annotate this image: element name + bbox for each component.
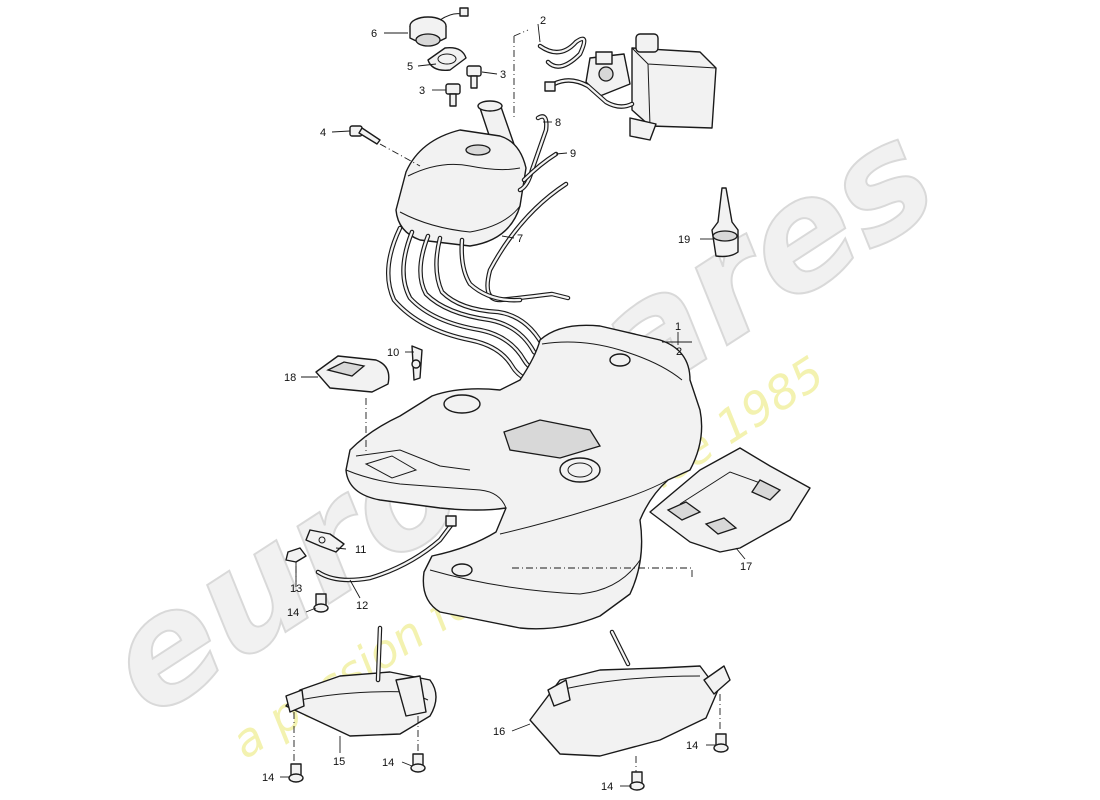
- bolt-14d: [713, 733, 729, 753]
- callout-9: 9: [570, 148, 576, 160]
- fuel-tank: [345, 324, 703, 630]
- callout-14-b: 14: [262, 772, 274, 784]
- callout-4: 4: [320, 127, 326, 139]
- fuel-line-bundle: [386, 225, 609, 441]
- bolt-14a: [313, 593, 329, 613]
- bracket-11: [305, 529, 345, 553]
- strap-12: [315, 515, 457, 583]
- vent-line-7: [485, 181, 571, 303]
- callout-14-d: 14: [686, 740, 698, 752]
- bottle-19: [711, 187, 739, 258]
- expansion-tank: [395, 129, 527, 247]
- callout-15: 15: [333, 756, 345, 768]
- charcoal-canister: [585, 33, 717, 141]
- shield-16: [529, 629, 731, 757]
- callout-6: 6: [371, 28, 377, 40]
- vent-line-8: [517, 114, 549, 193]
- bolt-3a: [466, 65, 482, 89]
- callout-18: 18: [284, 372, 296, 384]
- callout-3b: 3: [419, 85, 425, 97]
- callout-16: 16: [493, 726, 505, 738]
- leader-lines: [280, 23, 746, 787]
- callout-12: 12: [356, 600, 368, 612]
- callout-10: 10: [387, 347, 399, 359]
- callout-19: 19: [678, 234, 690, 246]
- heat-shield-17: [649, 447, 811, 553]
- callout-14-e: 14: [601, 781, 613, 793]
- cover-18: [315, 355, 390, 393]
- callout-5: 5: [407, 61, 413, 73]
- clip-10: [411, 345, 423, 381]
- callout-17: 17: [740, 561, 752, 573]
- callout-7: 7: [517, 233, 523, 245]
- filler-seal: [427, 47, 467, 71]
- vent-hose-2: [537, 36, 635, 109]
- fuel-cap: [409, 7, 469, 47]
- callout-8: 8: [555, 117, 561, 129]
- bolt-14c: [410, 753, 426, 773]
- shield-15: [285, 625, 437, 737]
- callout-14-a: 14: [287, 607, 299, 619]
- bolt-14b: [288, 763, 304, 783]
- callout-14-c: 14: [382, 757, 394, 769]
- nut-13: [285, 547, 307, 563]
- assembly-lines: [293, 29, 721, 772]
- bolt-3b: [445, 83, 461, 107]
- callout-11: 11: [355, 544, 366, 556]
- bolt-4: [349, 125, 381, 145]
- callout-3a: 3: [500, 69, 506, 81]
- vent-line-9: [521, 151, 559, 183]
- callout-2-top: 2: [540, 15, 546, 27]
- callouts: 6 5 3 3 4 2 8 9 7 19 1 2 10 18 17 11 13 …: [262, 15, 752, 793]
- callout-13: 13: [290, 583, 302, 595]
- callout-1: 1: [675, 321, 681, 333]
- callout-2-right: 2: [676, 346, 682, 358]
- bolt-14e: [629, 771, 645, 791]
